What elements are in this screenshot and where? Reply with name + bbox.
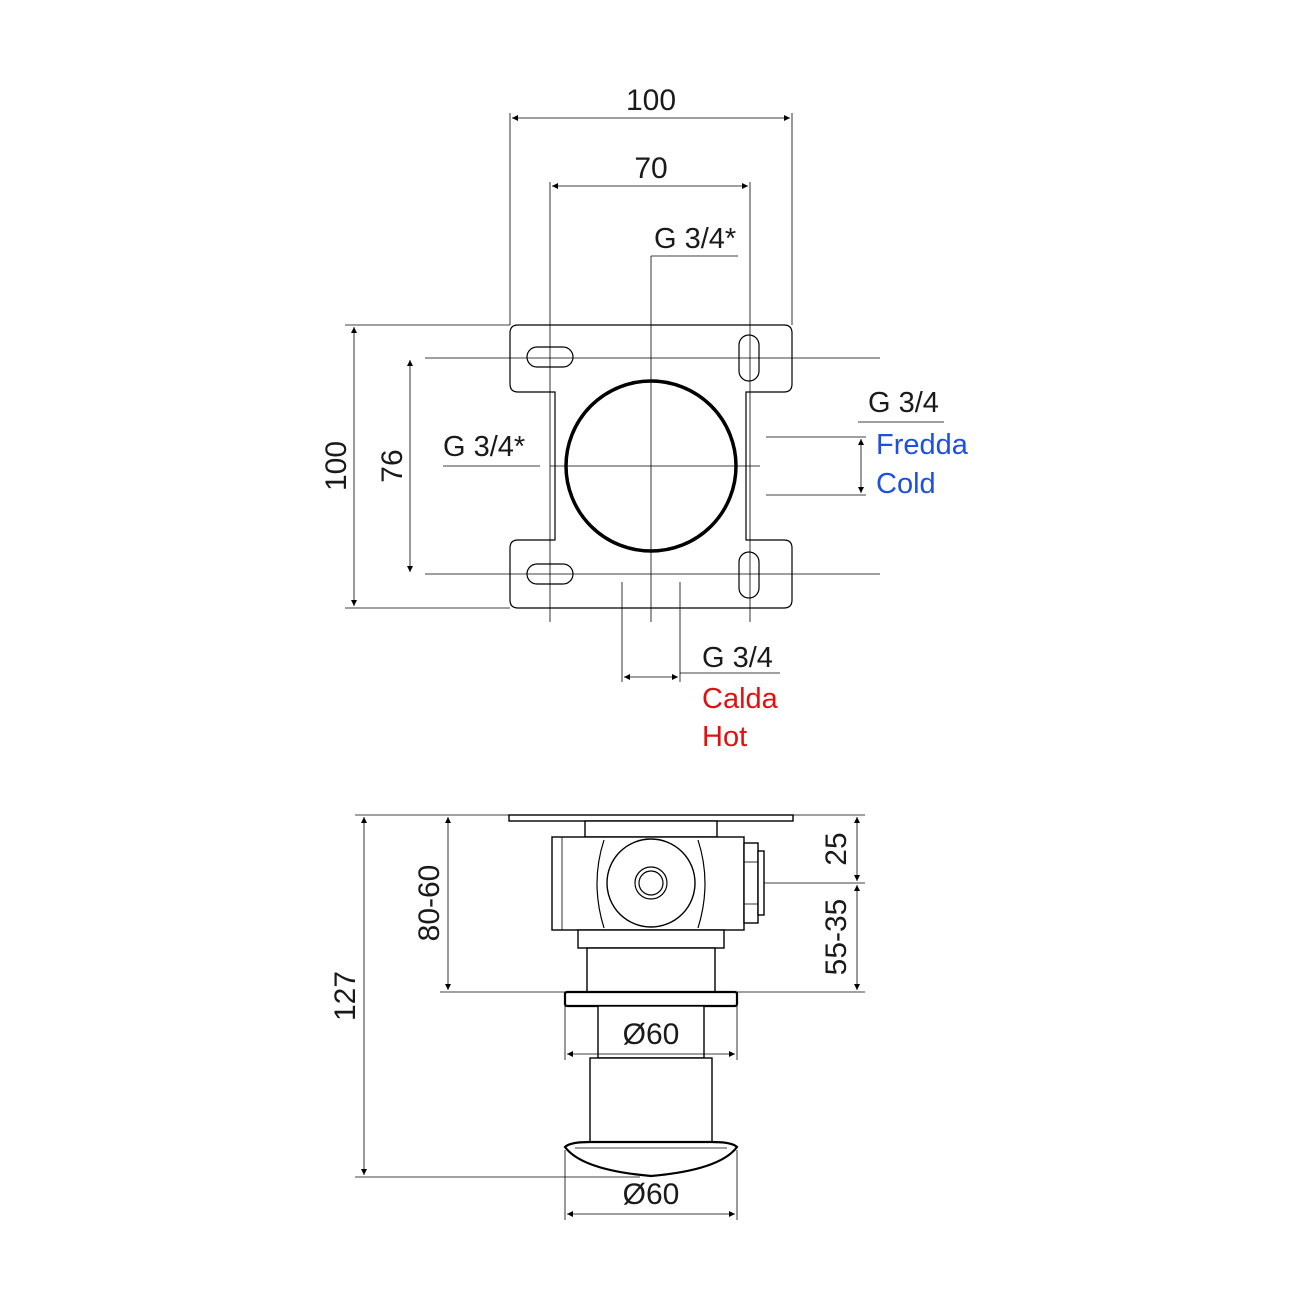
dim-knob-diameter: Ø60 (623, 1178, 680, 1211)
rosette (563, 990, 739, 1008)
dim-body-bottom-range: 55-35 (820, 899, 853, 976)
plate-boss (584, 820, 718, 838)
cartridge-stem (586, 947, 716, 993)
cold-label-it: Fredda (876, 429, 969, 461)
side-view: 127 80-60 25 55-35 Ø60 Ø60 (329, 814, 865, 1220)
outlet-left-label: G 3/4* (443, 431, 525, 463)
handle-body (589, 1057, 713, 1145)
dim-rosette-diameter: Ø60 (623, 1018, 680, 1051)
cartridge-collar (577, 929, 725, 949)
hot-label-it: Calda (702, 683, 779, 715)
dim-body-top: 25 (820, 832, 853, 865)
cold-thread-label: G 3/4 (868, 387, 939, 419)
dim-height-holes: 76 (376, 449, 409, 482)
dim-height-outer: 100 (320, 441, 353, 491)
side-fitting (743, 842, 759, 924)
wall-plate (508, 814, 794, 822)
dim-total-depth: 127 (329, 971, 362, 1021)
dim-width-outer: 100 (626, 84, 676, 117)
slot-bottom-right (738, 551, 760, 599)
mounting-plate (509, 324, 793, 609)
knob (563, 1140, 739, 1178)
cold-label-en: Cold (876, 468, 936, 500)
hot-label-en: Hot (702, 721, 747, 753)
outlet-port (606, 838, 696, 928)
top-view: 100 70 G 3/4* 100 76 G 3/4* G 3/4 Fredda… (320, 84, 969, 753)
dim-width-holes: 70 (634, 152, 667, 185)
outlet-top-label: G 3/4* (654, 223, 736, 255)
dim-body-depth-range: 80-60 (413, 865, 446, 942)
hot-thread-label: G 3/4 (702, 642, 773, 674)
